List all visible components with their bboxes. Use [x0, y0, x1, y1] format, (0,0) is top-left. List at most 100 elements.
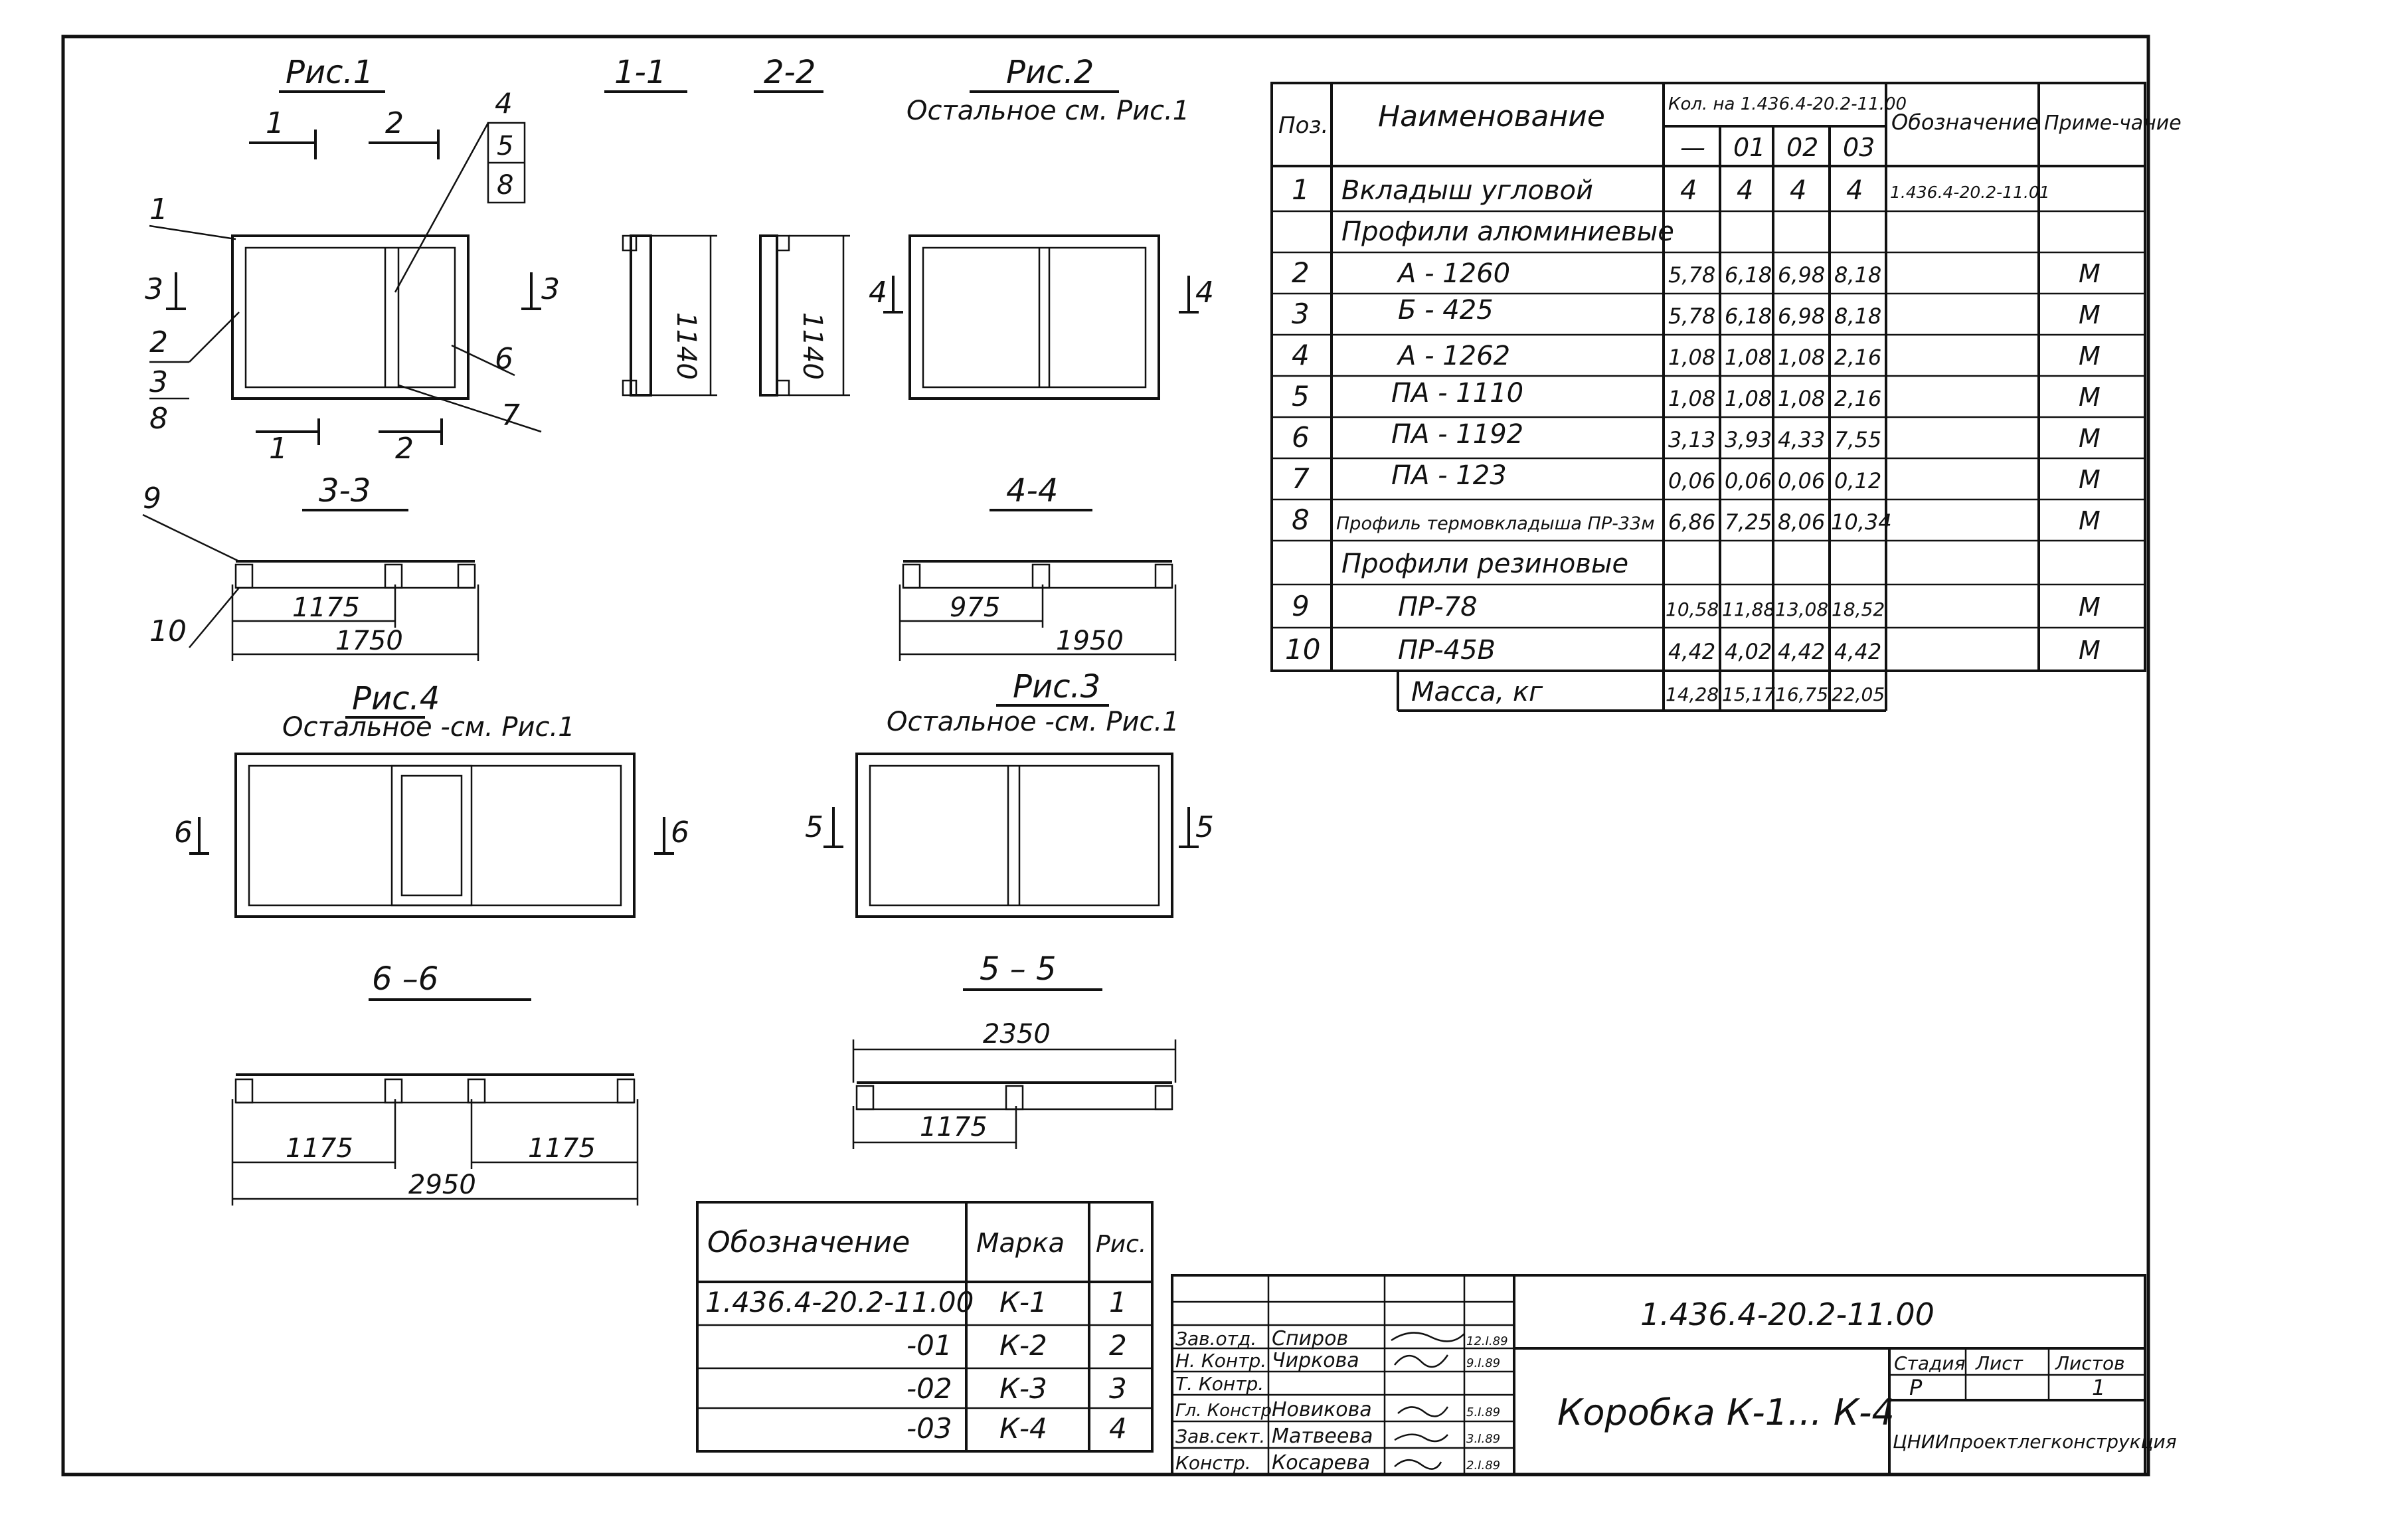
marks-h-des: Обозначение [707, 1225, 910, 1259]
spec-r9-note: М [2079, 506, 2101, 535]
stamp-person-row: Гл. Констр. Новикова 5.I.89 [1175, 1398, 1500, 1421]
spec-r12-q2: 4,42 [1778, 639, 1825, 664]
sec33-dim-1175: 1175 [292, 592, 360, 623]
spec-r6-q0: 1,08 [1668, 386, 1715, 411]
spec-r1-des: 1.436.4-20.2-11.01 [1890, 183, 2050, 202]
fig3-title: Рис.3 [1013, 668, 1100, 705]
spec-h-q0: — [1680, 133, 1705, 162]
fig2-title: Рис.2 [1006, 54, 1094, 91]
section-3-3: 3-3 9 10 1175 1750 [142, 472, 479, 661]
marks-row: -01 К-2 2 [906, 1329, 1127, 1362]
sec44-dim-1950: 1950 [1056, 626, 1124, 656]
figure-2: Рис.2 Остальное см. Рис.1 4 4 [869, 54, 1214, 400]
fig2-note: Остальное см. Рис.1 [906, 96, 1189, 126]
spec-r6-q3: 2,16 [1834, 386, 1881, 411]
spec-r12-pos: 10 [1285, 633, 1320, 666]
signature-4 [1397, 1406, 1449, 1417]
stamp-person-row: Констр. Косарева 2.I.89 [1175, 1451, 1500, 1475]
spec-r8-q1: 0,06 [1725, 468, 1772, 493]
marks-table: Обозначение Марка Рис. 1.436.4-20.2-11.0… [696, 1201, 1154, 1453]
fig2-sec-4-right: 4 [1195, 276, 1214, 310]
sec55-dim-2350: 2350 [983, 1019, 1051, 1049]
fig1-callout-8: 8 [149, 402, 168, 436]
spec-r11-q1: 11,88 [1722, 598, 1775, 620]
spec-r4-pos: 3 [1292, 298, 1310, 330]
marks-row: -02 К-3 3 [906, 1372, 1127, 1405]
spec-r3-name: А - 1260 [1396, 258, 1510, 289]
fig3-sec-5-left: 5 [805, 810, 823, 844]
spec-r6-note: М [2079, 383, 2101, 412]
spec-r6-q1: 1,08 [1725, 386, 1772, 411]
spec-r1-q1: 4 [1737, 175, 1753, 206]
spec-r3-q0: 5,78 [1668, 262, 1715, 288]
spec-r9-q1: 7,25 [1725, 509, 1772, 535]
spec-r7-pos: 6 [1292, 421, 1310, 454]
stamp-sheet-label: Лист [1975, 1352, 2023, 1374]
stamp-person-row: Т. Контр. [1175, 1373, 1264, 1395]
fig3-sec-5-right: 5 [1195, 810, 1214, 844]
sec66-dim-2950: 2950 [408, 1170, 476, 1200]
spec-r1-q2: 4 [1790, 175, 1806, 206]
stamp-name-4: Новикова [1272, 1398, 1372, 1421]
spec-r1-q3: 4 [1846, 175, 1863, 206]
spec-r11-pos: 9 [1292, 590, 1310, 622]
fig1-sec-2-bottom: 2 [395, 432, 414, 466]
spec-r7-q0: 3,13 [1668, 427, 1715, 452]
spec-h-note: Приме-чание [2044, 112, 2182, 135]
stamp-sheets: 1 [2092, 1375, 2105, 1400]
stamp-role-2: Н. Контр. [1175, 1350, 1266, 1372]
spec-h-qty: Кол. на 1.436.4-20.2-11.00 [1668, 94, 1907, 114]
stamp-date-4: 5.I.89 [1466, 1405, 1500, 1419]
fig1-callout-2: 2 [149, 325, 168, 359]
sec33-callout-9: 9 [143, 482, 161, 515]
spec-r11-q0: 10,58 [1666, 598, 1719, 620]
spec-r3-q2: 6,98 [1778, 262, 1825, 288]
marks-r1-mark: К-1 [999, 1286, 1047, 1318]
stamp-title: Коробка К-1... К-4 [1557, 1391, 1895, 1433]
fig1-title: Рис.1 [286, 54, 373, 91]
marks-row: 1.436.4-20.2-11.00 К-1 1 [705, 1286, 1127, 1318]
spec-r5-pos: 4 [1292, 339, 1310, 371]
spec-r4-q0: 5,78 [1668, 304, 1715, 329]
sec22-dim: 1140 [797, 312, 827, 380]
spec-r12-q0: 4,42 [1668, 639, 1715, 664]
section-6-6: 6 –6 1175 1175 2950 [231, 960, 639, 1206]
spec-row: 5 ПА - 1110 1,08 1,08 1,08 2,16 М [1292, 378, 2101, 412]
signature-2 [1394, 1354, 1449, 1368]
marks-r2-mark: К-2 [999, 1329, 1047, 1362]
spec-mass-row: Масса, кг 14,28 15,17 16,75 22,05 [1411, 677, 1885, 707]
spec-r7-name: ПА - 1192 [1391, 419, 1523, 450]
sec66-title: 6 –6 [372, 960, 438, 998]
fig4-sec-6-right: 6 [671, 816, 689, 850]
spec-r3-note: М [2079, 259, 2101, 288]
figure-4: Рис.4 Остальное -см. Рис.1 6 6 [174, 680, 689, 918]
spec-r8-q3: 0,12 [1834, 468, 1881, 493]
marks-r2-fig: 2 [1109, 1329, 1127, 1362]
section-1-1: 1-1 1140 [604, 54, 717, 397]
fig1-callout-4: 4 [495, 87, 513, 120]
spec-r4-name: Б - 425 [1398, 295, 1494, 325]
fig1-callout-3: 3 [149, 365, 168, 399]
stamp-date-1: 12.I.89 [1466, 1334, 1508, 1348]
spec-r1-pos: 1 [1292, 173, 1310, 206]
spec-row: 6 ПА - 1192 3,13 3,93 4,33 7,55 М [1292, 419, 2101, 454]
fig1-callout-5: 5 [497, 131, 513, 161]
sec33-dim-1750: 1750 [335, 626, 403, 656]
spec-r7-q2: 4,33 [1778, 427, 1825, 452]
spec-h-q3: 03 [1843, 133, 1875, 162]
spec-r11-name: ПР-78 [1398, 592, 1478, 622]
spec-mass-q3: 22,05 [1832, 683, 1885, 705]
stamp-name-5: Матвеева [1272, 1425, 1373, 1448]
stamp-role-3: Т. Контр. [1175, 1373, 1264, 1395]
spec-r2-name: Профили алюминиевые [1341, 217, 1674, 247]
spec-r5-q3: 2,16 [1834, 345, 1881, 370]
fig1-sec-3-left: 3 [145, 272, 163, 306]
fig1-callout-1: 1 [149, 193, 168, 226]
spec-h-q1: 01 [1733, 133, 1765, 162]
fig1-sec-3-right: 3 [541, 272, 560, 306]
spec-row: 4 А - 1262 1,08 1,08 1,08 2,16 М [1292, 339, 2101, 371]
spec-r11-note: М [2079, 592, 2101, 622]
stamp-person-row: Н. Контр. Чиркова 9.I.89 [1175, 1349, 1500, 1372]
